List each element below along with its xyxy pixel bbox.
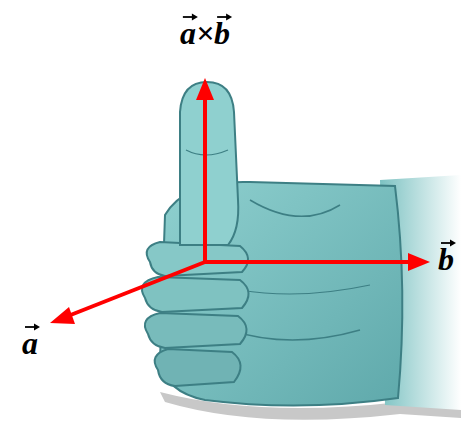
arrowheads — [50, 78, 430, 324]
glove-crease — [250, 200, 340, 216]
b-arrow — [205, 260, 412, 264]
vector-label: a×b — [180, 8, 230, 52]
glove-thumb — [180, 82, 238, 245]
vector-label: b — [438, 234, 454, 278]
glove-crease — [240, 285, 370, 294]
glove-finger — [155, 349, 241, 386]
arrowhead — [50, 307, 75, 324]
arrowhead — [408, 253, 430, 271]
vector-label: a — [22, 318, 38, 362]
glove-finger — [147, 242, 248, 276]
cross-product-arrow — [203, 96, 207, 262]
vector-arrows — [68, 96, 412, 316]
arrowhead — [196, 78, 214, 100]
glove-crease — [230, 330, 360, 340]
a-arrow — [68, 262, 205, 316]
glove-finger — [145, 313, 247, 348]
